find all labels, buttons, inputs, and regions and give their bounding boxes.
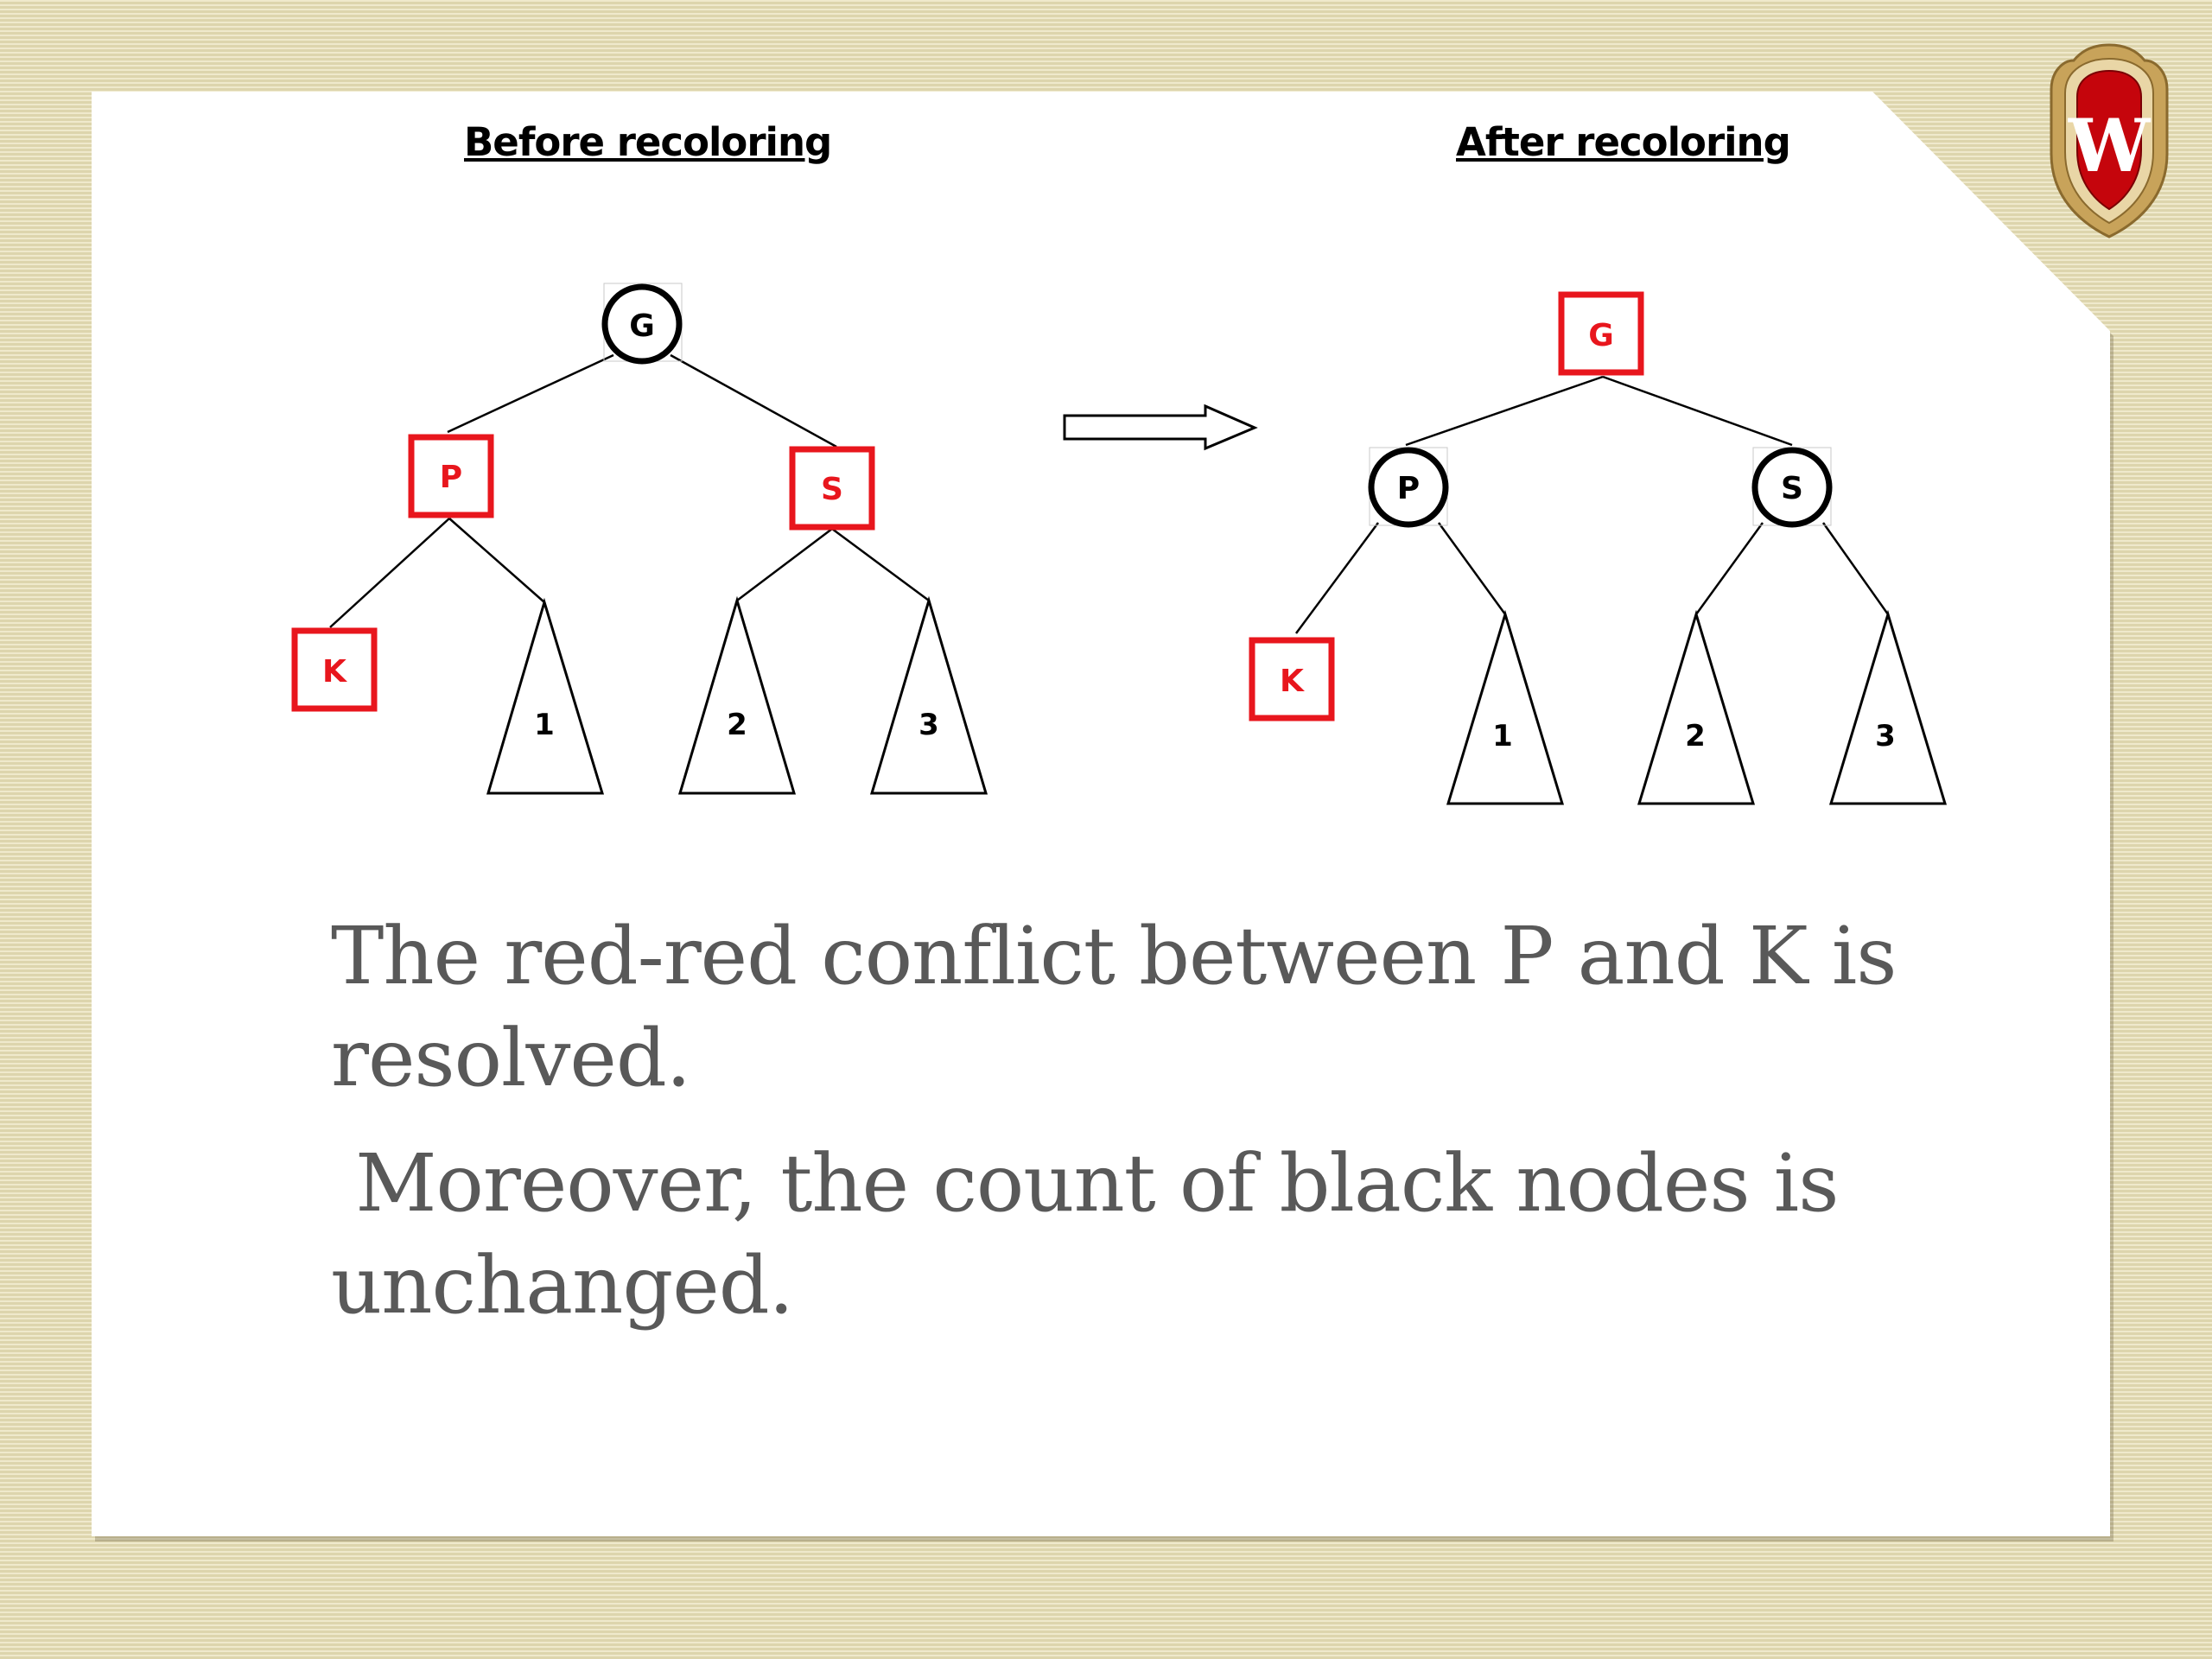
slide-body-text: The red-red conflict between P and K is … [331,906,1973,1360]
after-subtree-3 [1828,609,1948,805]
after-tree-edges [1294,375,1890,634]
before-node-p-label: P [440,460,462,495]
before-node-g-label: G [629,308,655,344]
before-subtree-2 [677,595,797,795]
before-tree: 1 2 3 G P S K [291,283,988,795]
heading-before-recoloring: Before recoloring [464,119,832,165]
after-node-k: K [1249,637,1335,721]
transition-arrow-icon [1063,404,1258,451]
paragraph-conflict-resolved: The red-red conflict between P and K is … [331,910,1897,1104]
before-subtree-3-label: 3 [918,708,939,742]
slide [92,92,2110,1536]
after-node-g-label: G [1588,318,1614,353]
after-subtree-1 [1446,609,1565,805]
after-subtree-2 [1637,609,1756,805]
after-tree: 1 2 3 G P S K [1249,291,1948,805]
university-crest-logo: W [2050,43,2169,238]
after-node-g: G [1558,291,1644,376]
crest-letter: W [2068,103,2152,188]
heading-after-recoloring: After recoloring [1456,119,1791,165]
after-node-k-label: K [1280,664,1305,699]
after-node-s: S [1751,447,1833,528]
after-subtree-3-label: 3 [1875,719,1896,753]
after-node-p-label: P [1397,471,1420,506]
before-node-p: P [408,434,494,518]
before-node-s-label: S [821,472,843,507]
before-subtree-1-label: 1 [534,708,555,742]
before-subtree-3 [869,595,988,795]
before-node-s: S [789,446,875,531]
before-subtree-1 [486,597,605,795]
after-subtree-2-label: 2 [1685,719,1706,753]
before-tree-edges [329,353,930,628]
before-node-g: G [601,283,683,365]
before-subtree-2-label: 2 [727,708,747,742]
before-node-k-label: K [322,654,347,690]
paragraph-black-count: Moreover, the count of black nodes is un… [331,1137,1863,1332]
after-node-s-label: S [1781,471,1803,506]
after-node-p: P [1368,447,1449,528]
after-subtree-1-label: 1 [1492,719,1513,753]
before-node-k: K [291,627,378,712]
